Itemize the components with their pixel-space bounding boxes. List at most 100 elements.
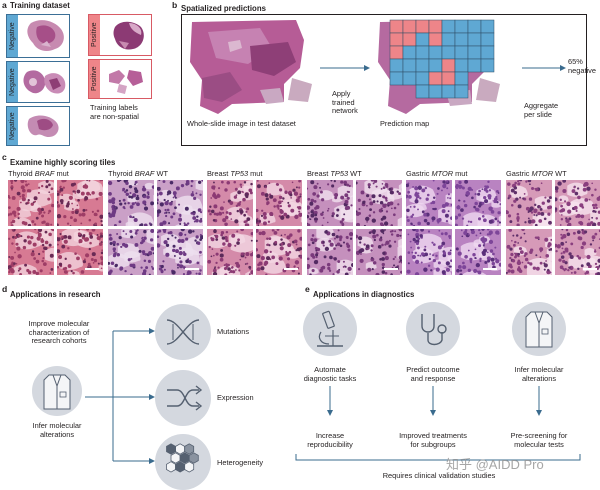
hexagon <box>175 461 186 473</box>
scale-bar <box>85 268 99 270</box>
infer-molecular-text: Infer molecular alterations <box>32 421 82 439</box>
prediction-cell <box>454 84 469 99</box>
histology-tile <box>157 180 203 226</box>
histology-tile <box>256 229 302 275</box>
histology-tile <box>157 229 203 275</box>
pre-screening-text: Pre-screening for molecular tests <box>510 431 568 449</box>
histology-tile <box>108 229 154 275</box>
arrow-down-1 <box>327 386 333 416</box>
prediction-cell <box>454 32 469 47</box>
training-sample-negative-2: Negative <box>6 61 70 103</box>
prediction-cell <box>389 58 404 73</box>
prediction-cell <box>402 71 417 86</box>
scale-bar <box>185 268 199 270</box>
prediction-cell <box>428 19 443 34</box>
tissue-image <box>113 21 144 50</box>
prediction-cell <box>415 58 430 73</box>
hexagon <box>166 461 176 473</box>
prediction-cell <box>389 45 404 60</box>
prediction-cell <box>402 45 417 60</box>
scale-bar <box>284 268 298 270</box>
prediction-cell <box>415 71 430 86</box>
training-sample-negative-1: Negative <box>6 14 70 58</box>
histology-tile <box>307 180 353 226</box>
histology-tile <box>406 229 452 275</box>
wsi-caption: Whole-slide image in test dataset <box>187 119 296 128</box>
training-sample-positive-1: Positive <box>88 14 152 56</box>
histology-tile <box>108 180 154 226</box>
panel-b-title: Spatialized predictions <box>181 4 266 13</box>
histology-tile <box>555 180 600 226</box>
prediction-cell <box>402 19 417 34</box>
prediction-cell <box>428 45 443 60</box>
hexagon <box>175 443 186 455</box>
microscope-icon <box>317 310 343 347</box>
panel-a-letter: a <box>2 0 7 10</box>
tissue-image <box>23 70 66 94</box>
heterogeneity-label: Heterogeneity <box>217 458 264 467</box>
tile-group-title-6: Gastric MTOR WT <box>506 169 567 178</box>
histology-tile <box>356 229 402 275</box>
prediction-cell <box>441 58 456 73</box>
tissue-image <box>27 20 64 51</box>
dna-icon <box>166 319 200 345</box>
prediction-cell <box>467 58 482 73</box>
tile-group-title-4: Breast TP53 WT <box>307 169 362 178</box>
shuffle-icon-bg <box>155 370 211 426</box>
training-sample-positive-2: Positive <box>88 59 152 99</box>
stethoscope-icon <box>421 314 447 346</box>
apply-arrow <box>320 65 370 71</box>
prediction-cell <box>454 58 469 73</box>
prediction-cell <box>441 32 456 47</box>
shuffle-icon <box>167 385 203 411</box>
hexagon <box>188 452 199 464</box>
hexagon <box>170 452 181 464</box>
tile-group-title-3: Breast TP53 mut <box>207 169 263 178</box>
prediction-cell <box>441 19 456 34</box>
prediction-cell <box>467 19 482 34</box>
mutations-label: Mutations <box>217 327 250 336</box>
prediction-cell <box>480 45 495 60</box>
tile-group-title-1: Thyroid BRAF mut <box>8 169 69 178</box>
prediction-cell <box>428 32 443 47</box>
panel-d-title: Applications in research <box>10 290 101 299</box>
validation-bracket <box>295 454 581 461</box>
panel-c-letter: c <box>2 152 7 162</box>
hexagon <box>166 443 176 455</box>
training-sample-negative-3: Negative <box>6 106 70 146</box>
whole-slide-image <box>190 20 312 114</box>
histology-tile <box>57 229 103 275</box>
panel-b-frame <box>181 14 587 146</box>
increase-reproducibility-text: Increase reproducibility <box>307 431 353 449</box>
prediction-cell <box>480 32 495 47</box>
prediction-cell <box>441 84 456 99</box>
scale-bar <box>583 268 597 270</box>
histology-tile <box>307 229 353 275</box>
histology-tile <box>356 180 402 226</box>
prediction-map <box>378 19 500 114</box>
prediction-cell <box>467 32 482 47</box>
prediction-cell <box>428 58 443 73</box>
training-labels-caption: Training labels are non-spatial <box>90 103 139 121</box>
scale-bar <box>483 268 497 270</box>
predict-outcome-text: Predict outcome and response <box>406 365 460 383</box>
histology-tile <box>8 229 54 275</box>
panel-e-title: Applications in diagnostics <box>313 290 415 299</box>
improved-treatments-text: Improved treatments for subgroups <box>399 431 467 449</box>
improve-characterization-text: Improve molecular characterization of re… <box>28 319 90 346</box>
arrow-down-2 <box>430 386 436 416</box>
automate-diagnostic-text: Automate diagnostic tasks <box>303 365 357 383</box>
clinical-validation-footer: Requires clinical validation studies <box>382 471 496 480</box>
prediction-cell <box>415 45 430 60</box>
histology-tile <box>57 180 103 226</box>
tile-group-title-2: Thyroid BRAF WT <box>108 169 168 178</box>
prediction-cell <box>454 19 469 34</box>
arrow-down-3 <box>536 386 542 416</box>
lab-coat-icon <box>43 374 71 410</box>
hexagon <box>184 461 195 473</box>
aggregate-arrow <box>522 65 566 71</box>
research-branch-arrows <box>85 328 155 464</box>
histology-tile <box>207 229 253 275</box>
hexagons-icon <box>166 443 199 473</box>
histology-tile <box>506 229 552 275</box>
